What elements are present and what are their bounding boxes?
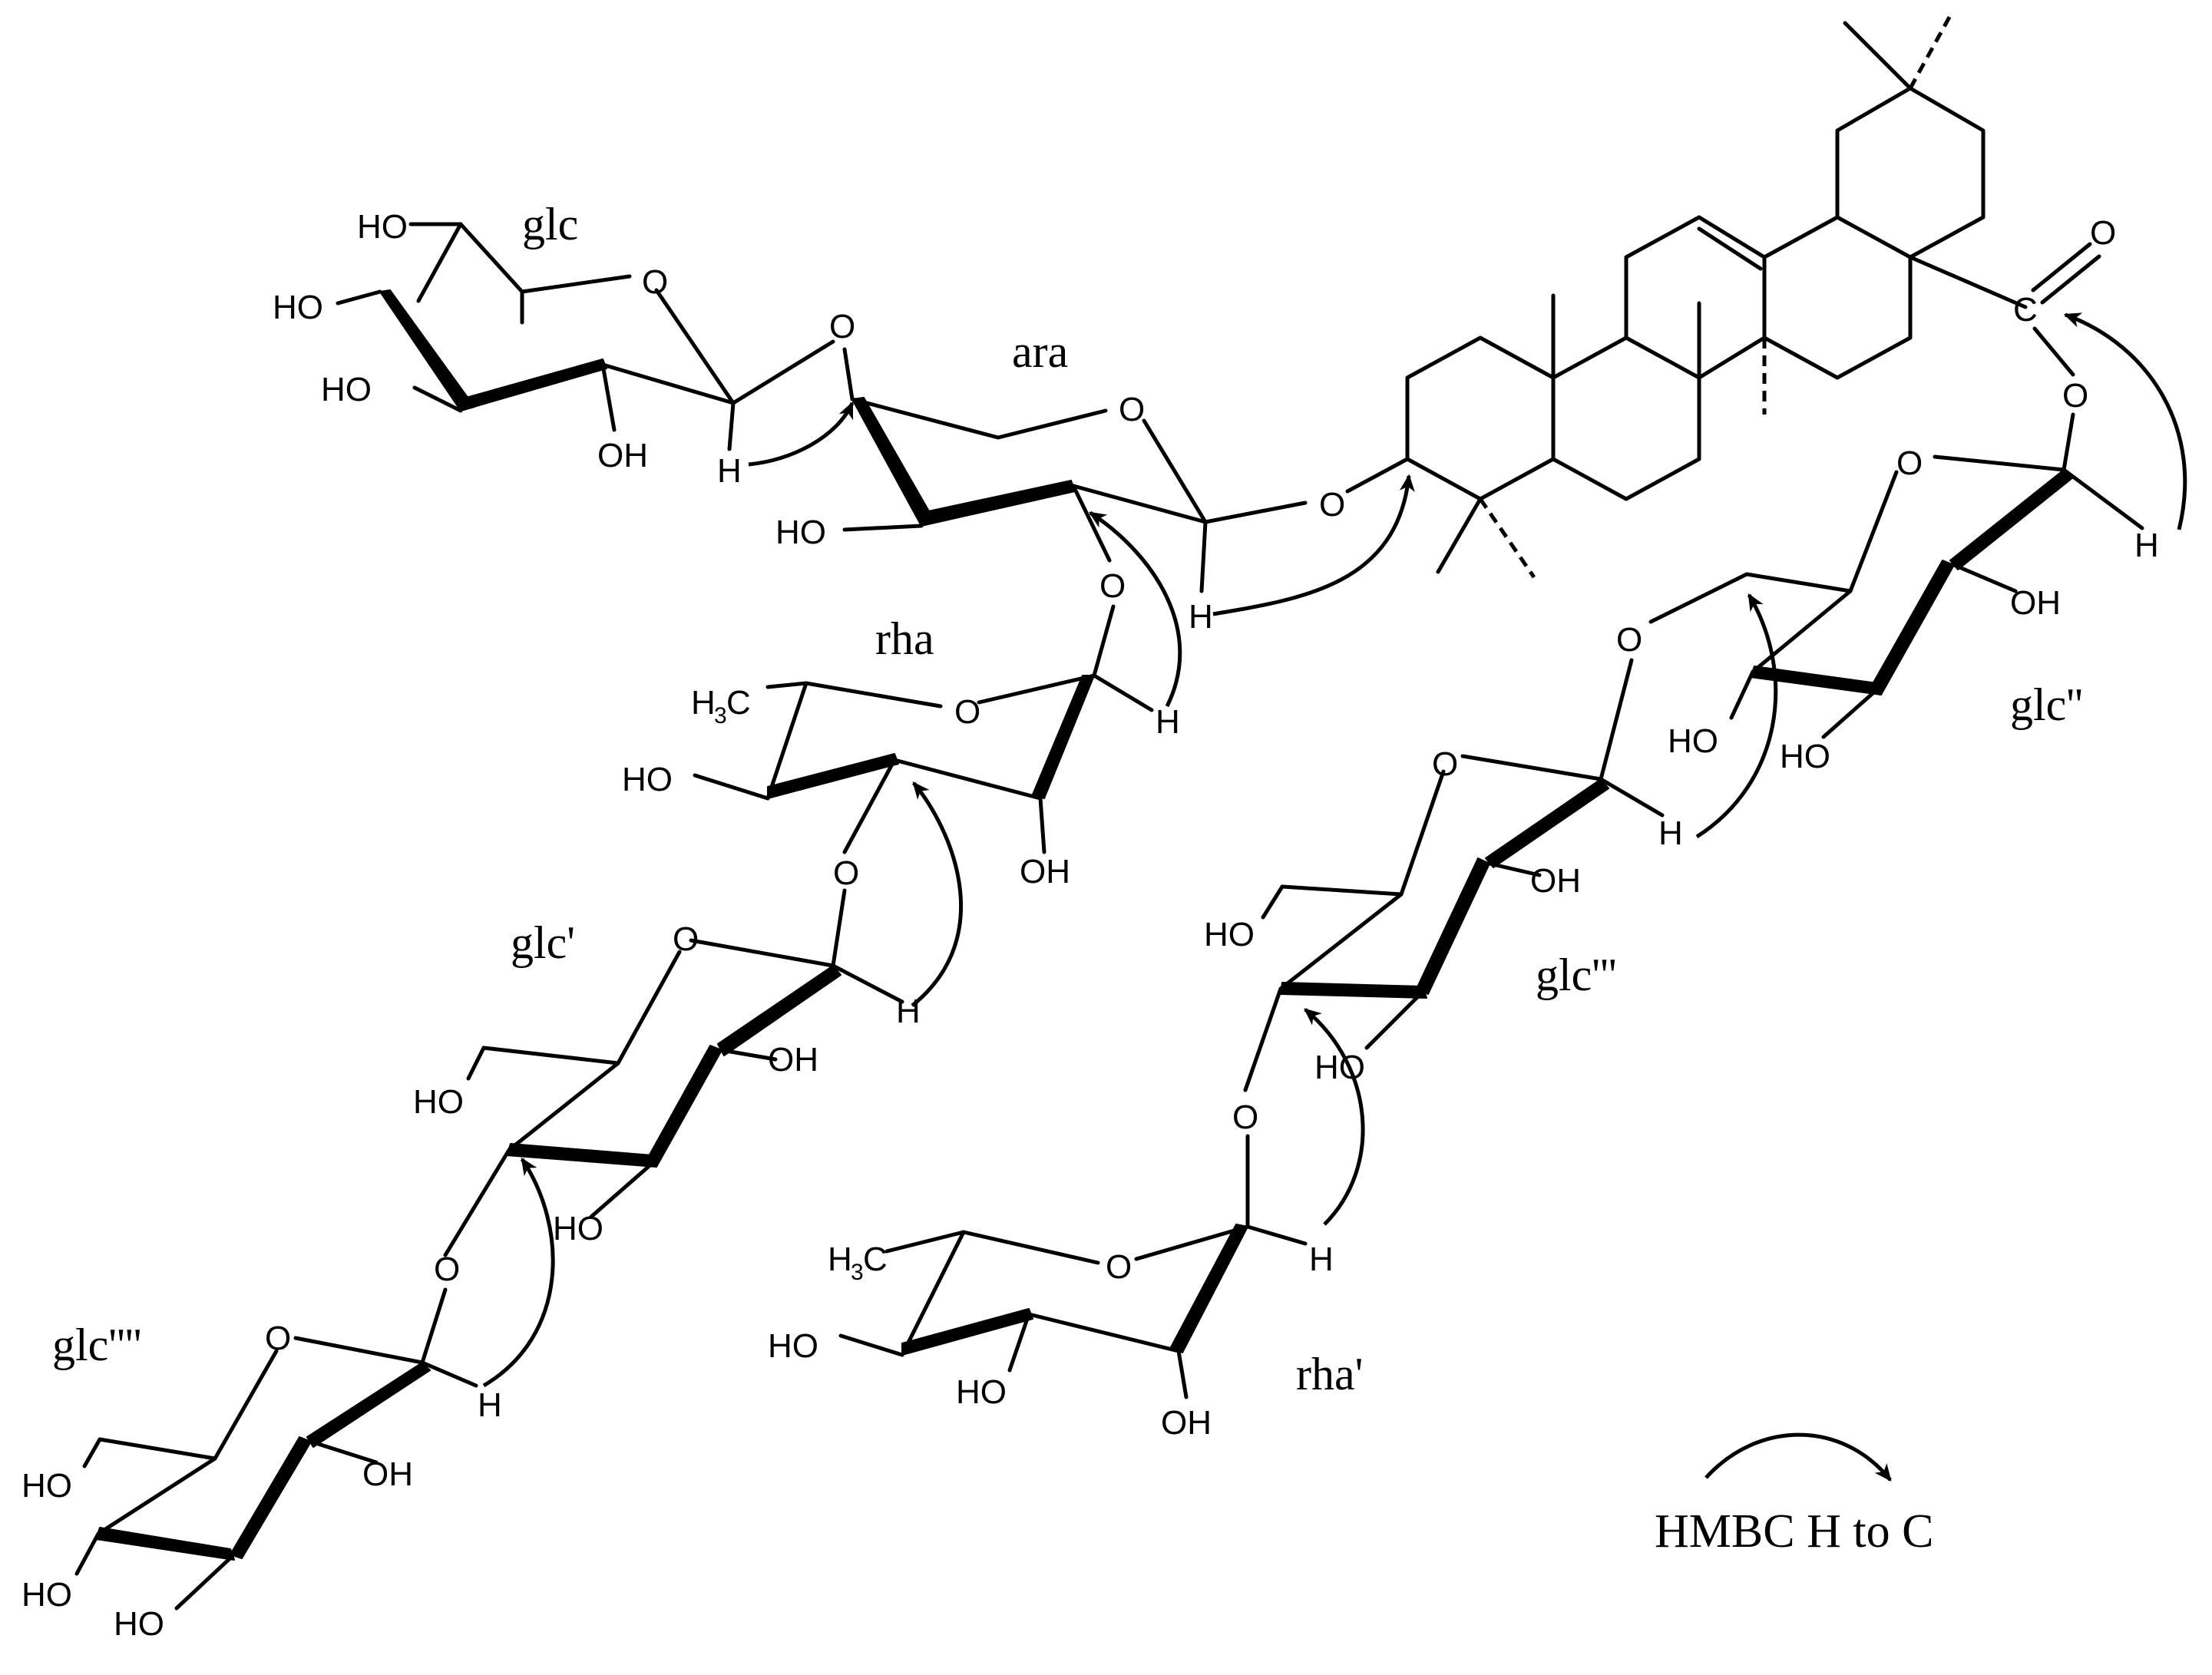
rha-prime-h3c-subscript: 3	[851, 1260, 864, 1285]
ara-ho-c4: HO	[775, 514, 826, 551]
label-glc: glc	[522, 199, 578, 249]
glc-prime-ring	[443, 888, 904, 1257]
label-rha: rha	[875, 613, 934, 664]
glc-3prime-ring-oxygen: O	[1432, 745, 1458, 783]
glc-3prime-rhaprime-linkage-oxygen: O	[1232, 1098, 1258, 1136]
legend-arrow-icon	[1704, 1432, 1892, 1482]
hmbc-arrow-glc-to-ara	[748, 401, 855, 467]
rha-h3c-base: H	[691, 684, 716, 722]
glc-3prime-h1: H	[1658, 814, 1683, 852]
glc-3prime-ho-c6: HO	[1204, 916, 1255, 953]
ester-oxygen: O	[2062, 377, 2088, 415]
glc-2prime-ring-oxygen: O	[1896, 444, 1923, 482]
rha-h1: H	[1156, 703, 1180, 741]
rha-h3c-tail: C	[726, 684, 751, 722]
glc-2prime-oh-c2: OH	[2010, 584, 2061, 622]
rha-prime-ho-c3: HO	[956, 1373, 1007, 1411]
label-glc-4prime: glc''''	[52, 1320, 142, 1370]
glc-prime-h1: H	[896, 993, 921, 1030]
hmbc-arrow-ara-to-aglycone	[1212, 474, 1415, 616]
glc-4prime-h1: H	[478, 1386, 502, 1424]
glc-4prime-ring-oxygen: O	[265, 1320, 291, 1357]
glc-h1: H	[717, 452, 742, 490]
label-glc-prime: glc'	[511, 917, 575, 968]
glc-ho-c6: HO	[357, 208, 408, 246]
rha-ho-c4: HO	[622, 761, 673, 798]
glc-2prime-ho-c3: HO	[1780, 738, 1830, 775]
hmbc-arrow-rhaprime-to-glc3prime	[1304, 1008, 1365, 1226]
glc-4prime-ho-c3: HO	[114, 1605, 164, 1643]
carbonyl-oxygen: O	[2090, 214, 2116, 252]
glc-prime-oh-c2: OH	[768, 1041, 818, 1079]
glc-ho-c4: HO	[273, 289, 323, 326]
label-ara: ara	[1012, 326, 1068, 377]
glc-prime-ho-c6: HO	[413, 1083, 464, 1121]
rha-prime-h3c-tail: C	[863, 1241, 888, 1278]
hmbc-arrow-glc3prime-to-glc2prime	[1695, 593, 1778, 839]
ara-ring-oxygen: O	[1119, 391, 1145, 428]
rha-glcprime-linkage-oxygen: O	[833, 854, 859, 892]
hmbc-arrow-glc2prime-to-ester	[2063, 312, 2187, 530]
rha-prime-ring	[838, 1134, 1308, 1399]
rha-oh-c2: OH	[1020, 853, 1070, 890]
ara-rha-linkage-oxygen: O	[1099, 567, 1126, 605]
rha-prime-oh-c2: OH	[1161, 1404, 1212, 1442]
glc-3prime-ring	[1243, 658, 1665, 1092]
glc-ring-oxygen: O	[642, 263, 668, 301]
ara-ring	[842, 347, 1308, 593]
glc-ho-c3: HO	[321, 371, 372, 408]
glc-4prime-ho-c4: HO	[21, 1576, 72, 1614]
glc-3prime-ho-c3: HO	[1314, 1049, 1365, 1086]
rha-prime-ring-oxygen: O	[1106, 1248, 1132, 1286]
aglycone-skeleton	[1345, 10, 2101, 579]
glc-4prime-ho-c6: HO	[21, 1467, 72, 1505]
glc-3prime-oh-c2: OH	[1530, 862, 1581, 900]
legend: HMBC H to C	[1655, 1432, 1933, 1558]
glc-prime-glc4prime-linkage-oxygen: O	[434, 1250, 460, 1288]
glc-2prime-ho-c4: HO	[1668, 722, 1718, 760]
label-glc-2prime: glc''	[2010, 679, 2083, 730]
hmbc-arrow-rha-to-ara	[1088, 510, 1182, 708]
hmbc-arrow-glcprime-to-rha	[911, 781, 963, 1007]
hmbc-arrow-glc4prime-to-glcprime	[482, 1157, 555, 1388]
rha-prime-h1: H	[1309, 1241, 1334, 1278]
label-rha-prime: rha'	[1296, 1349, 1363, 1399]
rha-h3c-subscript: 3	[714, 703, 727, 728]
glc-ring	[336, 222, 835, 451]
legend-text: HMBC H to C	[1655, 1505, 1933, 1558]
ara-h1: H	[1189, 598, 1213, 636]
rha-prime-h3c-base: H	[828, 1241, 852, 1278]
rha-ring-oxygen: O	[954, 693, 980, 731]
rha-ring	[693, 604, 1154, 854]
glc-2prime-ring	[1648, 454, 2144, 739]
glc-oh-c2: OH	[597, 437, 648, 474]
c3-glycosidic-oxygen: O	[1319, 486, 1345, 524]
carbonyl-carbon: C	[2013, 291, 2038, 329]
glc-prime-ring-oxygen: O	[673, 920, 699, 958]
hmbc-arrows	[482, 312, 2187, 1388]
glc-4prime-ring	[74, 1287, 478, 1611]
glc-4prime-oh-c2: OH	[362, 1455, 413, 1493]
glc-ara-linkage-oxygen: O	[829, 308, 855, 345]
rha-prime-ho-c4: HO	[768, 1327, 818, 1365]
glc-prime-ho-c3: HO	[553, 1210, 603, 1247]
glc-2prime-glc3prime-linkage-oxygen: O	[1616, 621, 1642, 659]
glc-2prime-h1: H	[2134, 527, 2159, 564]
label-glc-3prime: glc'''	[1536, 950, 1617, 1000]
